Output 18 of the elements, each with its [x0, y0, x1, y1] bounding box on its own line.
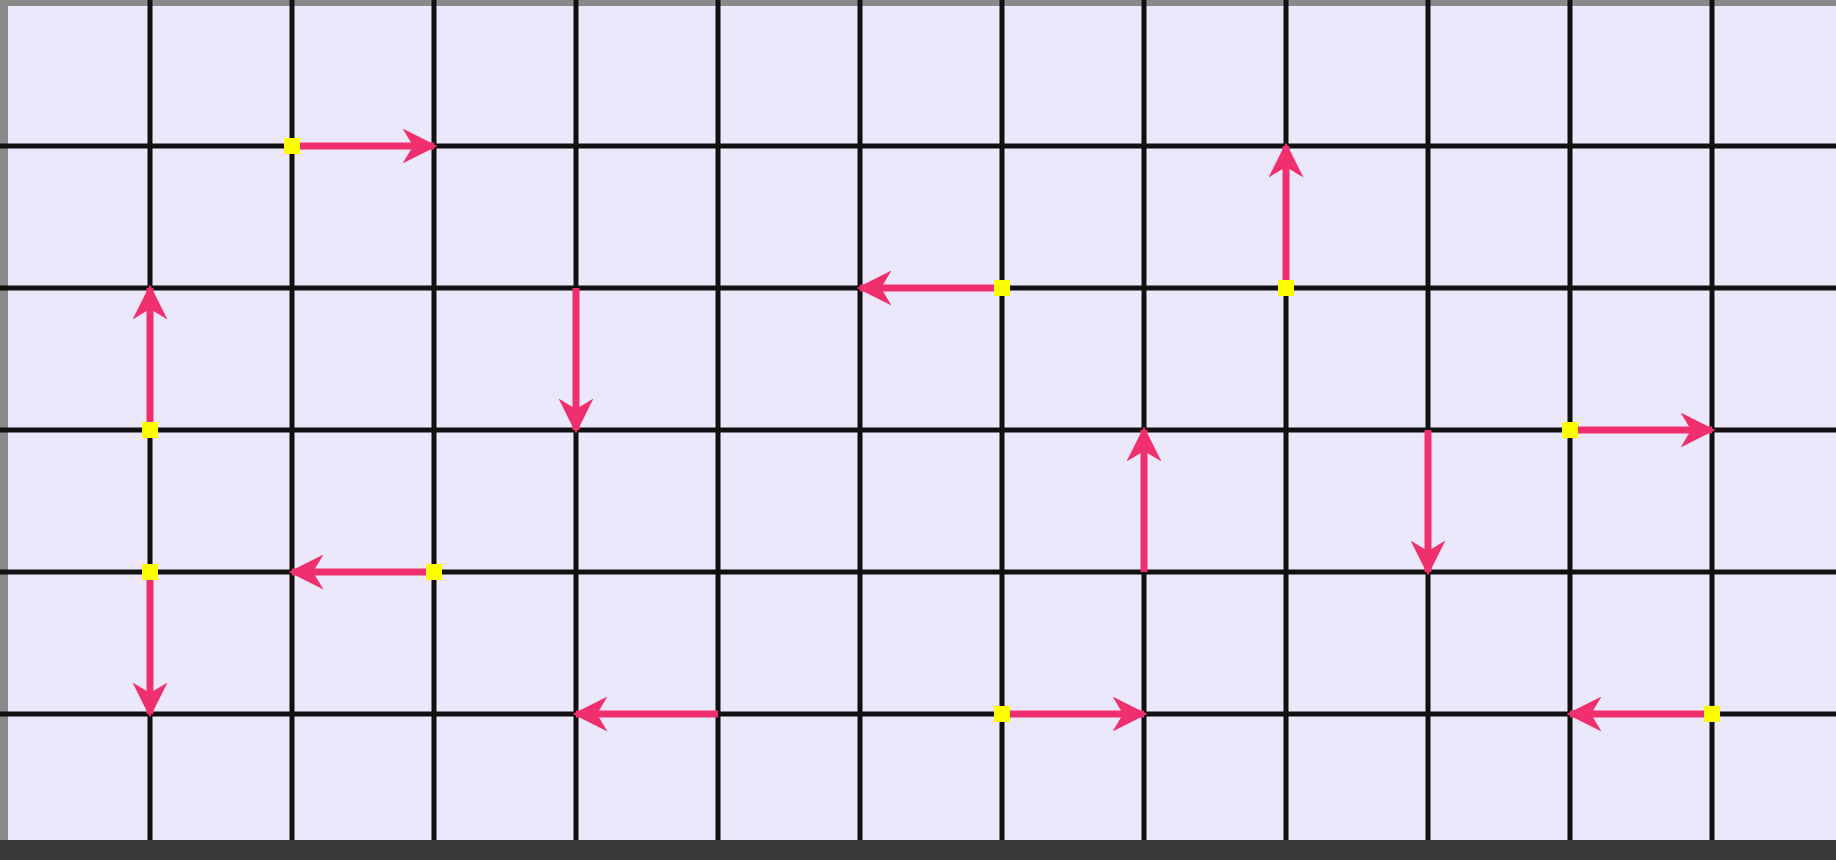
point-marker: [994, 280, 1010, 296]
arrow: [132, 284, 168, 422]
point-marker: [1704, 706, 1720, 722]
point-marker: [1278, 280, 1294, 296]
point-marker: [1562, 422, 1578, 438]
arrow: [1578, 412, 1716, 448]
arrow: [288, 554, 426, 590]
point-marker: [284, 138, 300, 154]
arrow: [132, 580, 168, 718]
arrow: [856, 270, 994, 306]
point-marker: [142, 564, 158, 580]
point-marker: [994, 706, 1010, 722]
arrow: [1566, 696, 1704, 732]
point-marker: [142, 422, 158, 438]
point-marker: [426, 564, 442, 580]
arrow: [300, 128, 438, 164]
arrow: [1010, 696, 1148, 732]
arrow: [1268, 142, 1304, 280]
